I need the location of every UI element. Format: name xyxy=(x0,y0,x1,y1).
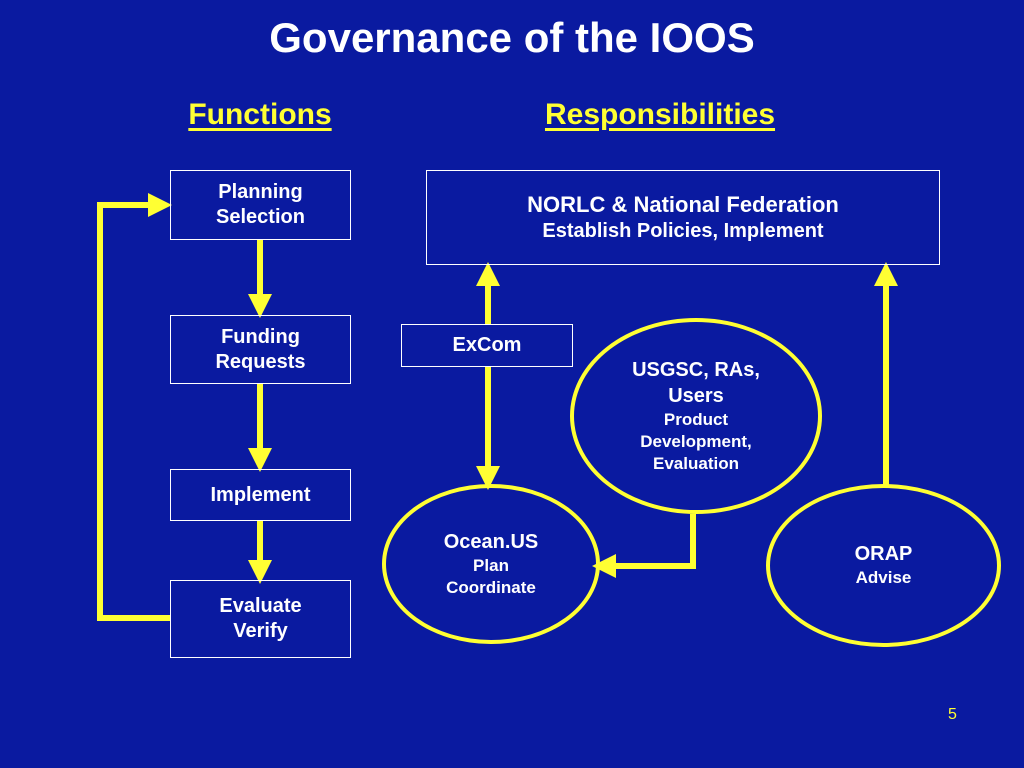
step-planning-selection: Planning Selection xyxy=(170,170,351,240)
responsibilities-heading: Responsibilities xyxy=(544,98,776,131)
node-norlc: NORLC & National Federation Establish Po… xyxy=(426,170,940,265)
page-number: 5 xyxy=(948,706,957,723)
node-orap: ORAP Advise xyxy=(766,484,1001,647)
node-usgsc: USGSC, RAs, Users Product Development, E… xyxy=(570,318,822,514)
node-ocean-us: Ocean.US Plan Coordinate xyxy=(382,484,600,644)
step-implement: Implement xyxy=(170,469,351,521)
step-evaluate-verify: Evaluate Verify xyxy=(170,580,351,658)
arrow-feedback-loop xyxy=(97,193,172,621)
node-excom: ExCom xyxy=(401,324,573,367)
slide-title: Governance of the IOOS xyxy=(269,14,755,61)
functions-heading: Functions xyxy=(188,98,332,131)
step-funding-requests: Funding Requests xyxy=(170,315,351,384)
arrow-usgsc-to-ocean-us xyxy=(592,514,696,578)
